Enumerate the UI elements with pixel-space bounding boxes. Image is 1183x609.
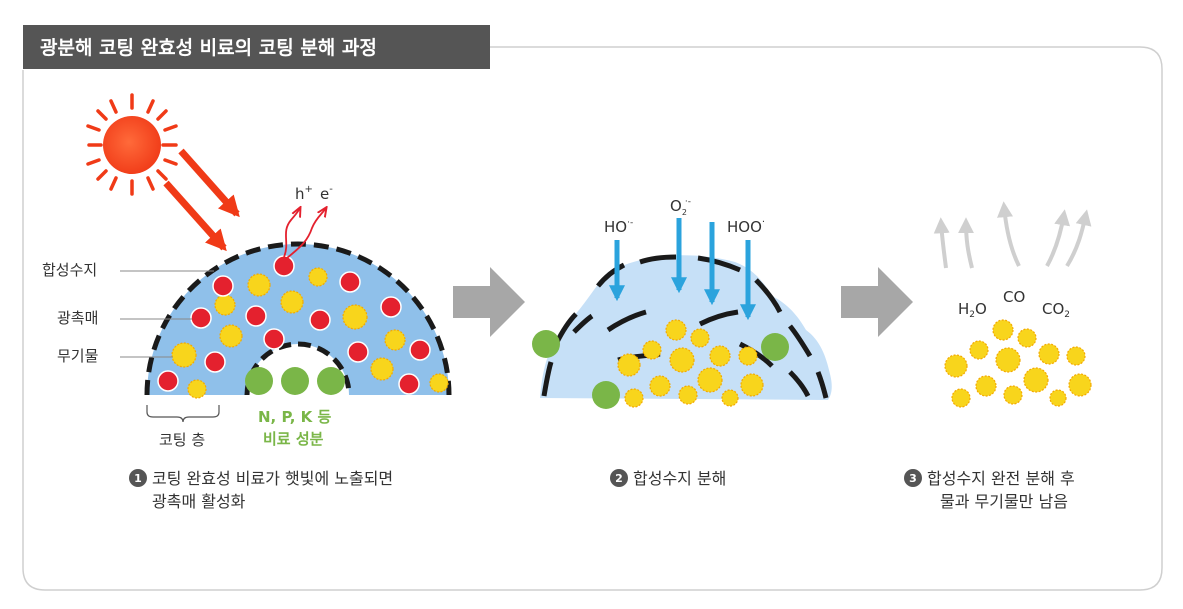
coating-outer-dash (144, 241, 452, 396)
svg-text:2: 2 (615, 472, 623, 485)
hole-label: h+ (295, 184, 313, 203)
nutrient-label-line1: N, P, K 등 (258, 408, 331, 426)
svg-text:1: 1 (134, 472, 142, 485)
label-superoxide: O2·- (670, 197, 691, 217)
stage3-caption: 3 합성수지 완전 분해 후 물과 무기물만 남음 (904, 469, 1075, 511)
stage-3: H2O CO CO2 3 합성수지 완전 분해 후 물과 무기물만 남음 (904, 201, 1092, 511)
nutrient-label-line2: 비료 성분 (263, 430, 324, 448)
process-arrow-icon (841, 267, 913, 337)
label-hydroxyl: HO·- (604, 218, 633, 236)
electron-emission-arrow (286, 208, 326, 259)
svg-text:물과 무기물만 남음: 물과 무기물만 남음 (940, 492, 1068, 511)
stage-1: h+ e- N, P, K 등 비료 성분 합성수지 광촉매 무기물 코팅 층 … (42, 93, 452, 511)
gas-arrow-icon (933, 201, 1092, 269)
nutrient-particles (245, 367, 345, 395)
electron-label: e- (320, 184, 333, 203)
svg-text:3: 3 (909, 472, 917, 485)
stage-2: HO·- O2·- HOO· 2 합성수지 분해 (532, 197, 832, 488)
process-arrow-icon (453, 267, 525, 337)
svg-text:합성수지 분해: 합성수지 분해 (633, 469, 726, 488)
page-title: 광분해 코팅 완효성 비료의 코팅 분해 과정 (40, 37, 377, 59)
label-resin: 합성수지 (42, 261, 97, 279)
stage2-caption: 2 합성수지 분해 (610, 469, 726, 488)
mineral-particles (617, 319, 764, 408)
photocatalyst-particles (157, 255, 431, 395)
mineral-particles (171, 267, 449, 399)
stage1-caption: 1 코팅 완효성 비료가 햇빛에 노출되면 광촉매 활성화 (129, 469, 393, 511)
frame-border (22, 46, 1163, 591)
hole-emission-arrow (283, 208, 300, 258)
ray-arrow (178, 148, 240, 218)
svg-text:합성수지 완전 분해 후: 합성수지 완전 분해 후 (927, 469, 1075, 488)
svg-text:코팅 완효성 비료가 햇빛에 노출되면: 코팅 완효성 비료가 햇빛에 노출되면 (152, 469, 393, 488)
nutrient-particles (532, 330, 789, 409)
layer-bracket (146, 405, 220, 423)
svg-text:광촉매 활성화: 광촉매 활성화 (152, 492, 246, 511)
label-carbon-dioxide: CO2 (1042, 300, 1070, 320)
mineral-particles (944, 319, 1092, 408)
layer-label: 코팅 층 (159, 431, 205, 449)
sun-icon (86, 93, 178, 196)
ray-arrow (163, 180, 227, 252)
label-hydroperoxyl: HOO· (727, 217, 765, 236)
label-water: H2O (958, 300, 987, 320)
label-photocatalyst: 광촉매 (57, 309, 98, 327)
label-mineral: 무기물 (57, 347, 98, 365)
title-header: 광분해 코팅 완효성 비료의 코팅 분해 과정 (23, 25, 490, 69)
label-carbon-monoxide: CO (1003, 288, 1025, 306)
